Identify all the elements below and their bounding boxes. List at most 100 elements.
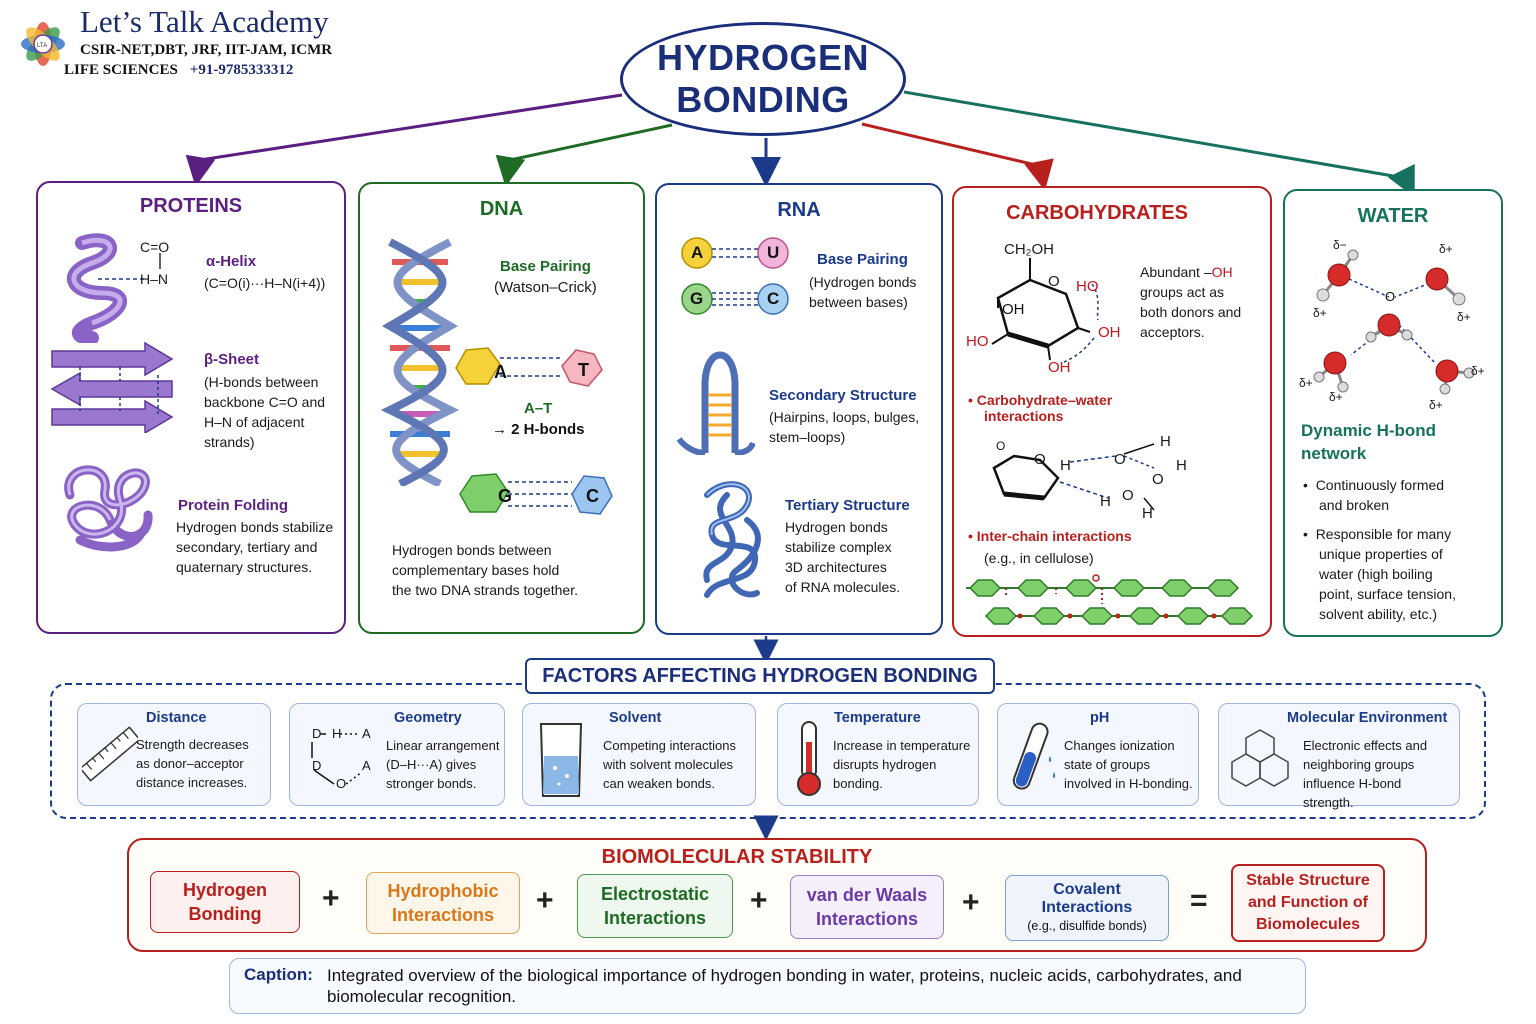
at-bonds: → 2 H-bonds xyxy=(492,421,585,438)
water-o2-label: O xyxy=(1152,471,1164,488)
inter-chain-sub: (e.g., in cellulose) xyxy=(984,550,1094,566)
water-o-label: O xyxy=(1385,289,1395,304)
at-label: A–T xyxy=(524,400,553,417)
caption-text: Integrated overview of the biological im… xyxy=(327,966,1242,1006)
factor-desc-line: Linear arrangement xyxy=(386,738,500,753)
water-bullet-line: water (high boiling xyxy=(1319,566,1433,582)
plus-sign: + xyxy=(536,884,554,917)
beaker-icon xyxy=(539,723,583,797)
water-bullet-line: • Continuously formed xyxy=(1303,477,1445,493)
arrow-to-dna xyxy=(495,123,673,187)
delta-plus-label-6: δ+ xyxy=(1471,364,1485,378)
dna-double-helix-icon xyxy=(380,238,460,486)
small-ring-o2-label: O xyxy=(1034,451,1046,468)
main-title: HYDROGEN BONDING xyxy=(620,22,906,136)
water-panel: WATER O δ− δ+ δ+ δ+ δ+ δ+ δ+ δ+ Dynamic xyxy=(1283,189,1503,637)
ch2oh-label: CH₂OH xyxy=(1004,241,1054,258)
factor-desc-line: strength. xyxy=(1303,795,1354,810)
rna-sec-desc-line: stem–loops) xyxy=(769,429,846,445)
glucose-ring-icon xyxy=(991,258,1099,363)
helix-desc: (C=O(i)···H–N(i+4)) xyxy=(204,275,326,291)
arrow-to-proteins xyxy=(185,93,623,187)
geom-d2-label: D xyxy=(312,758,322,773)
equals-sign: = xyxy=(1190,884,1208,917)
term-line: Bonding xyxy=(188,904,262,924)
factor-desc-line: stronger bonds. xyxy=(386,776,477,791)
gc-pair-icon xyxy=(459,473,613,515)
subject-line: LIFE SCIENCES+91-9785333312 xyxy=(64,62,293,79)
rna-sec-title: Secondary Structure xyxy=(769,387,917,404)
rna-base-u: U xyxy=(767,243,780,262)
result-line: and Function of xyxy=(1248,894,1368,911)
water-bullet-1: • Continuously formed and broken xyxy=(1303,475,1499,515)
dna-desc: Hydrogen bonds between complementary bas… xyxy=(392,540,578,600)
inter-chain-title-text: Inter-chain interactions xyxy=(976,528,1132,544)
factor-desc-line: disrupts hydrogen xyxy=(833,757,937,772)
rna-ter-desc-line: of RNA molecules. xyxy=(785,579,901,595)
at-pair-icon xyxy=(455,347,603,387)
delta-plus-label-2: δ+ xyxy=(1313,306,1327,320)
water-bullet-text: Responsible for many xyxy=(1315,526,1452,542)
geom-o-label: O xyxy=(336,776,347,791)
water-bullet-line: unique properties of xyxy=(1319,546,1443,562)
carb-water-icon xyxy=(992,443,1155,511)
logo-mark-text: LTA xyxy=(37,43,47,49)
delta-plus-label-1: δ+ xyxy=(1439,242,1453,256)
main-title-line-2: BONDING xyxy=(676,79,850,120)
geometry-icon xyxy=(311,733,363,785)
carb-water-title: • Carbohydrate–water interactions xyxy=(968,392,1112,424)
ruler-icon xyxy=(82,726,138,782)
rna-sec-desc: (Hairpins, loops, bulges, stem–loops) xyxy=(769,407,919,447)
term-line: Interactions xyxy=(815,909,918,929)
factor-title: Temperature xyxy=(834,710,921,726)
rna-pair-desc: (Hydrogen bonds between bases) xyxy=(809,272,916,312)
term-line: Hydrophobic xyxy=(387,881,499,901)
water-o3-label: O xyxy=(1122,487,1134,504)
dna-base-t: T xyxy=(578,360,589,380)
oh-desc-prefix: Abundant – xyxy=(1140,264,1212,280)
factor-desc: Increase in temperature disrupts hydroge… xyxy=(833,736,970,793)
dna-title: DNA xyxy=(479,198,524,220)
factor-desc-line: influence H-bond xyxy=(1303,776,1402,791)
beta-sheet-icon xyxy=(50,341,174,433)
rna-pair-desc-line: between bases) xyxy=(809,294,908,310)
geom-h-label: H xyxy=(332,726,342,741)
water-h4-label: H xyxy=(1100,493,1111,510)
sheet-title: β-Sheet xyxy=(204,351,259,368)
rna-ter-desc-line: stabilize complex xyxy=(785,539,892,555)
water-title: WATER xyxy=(1357,205,1429,227)
factor-desc-line: as donor–acceptor xyxy=(136,756,244,771)
factor-desc-line: Increase in temperature xyxy=(833,738,971,753)
water-h5-label: H xyxy=(1142,505,1153,522)
factor-title: Geometry xyxy=(394,710,462,726)
term-line: Interactions xyxy=(1041,899,1133,916)
factor-title: Solvent xyxy=(609,710,662,726)
water-network-icon: O xyxy=(1313,249,1475,395)
oh-label-bottom: OH xyxy=(1048,359,1071,376)
plus-sign: + xyxy=(962,886,980,919)
rna-pair-desc-line: (Hydrogen bonds xyxy=(809,274,917,290)
factor-card-molecular-environment: Molecular Environment Electronic effects… xyxy=(1218,703,1460,810)
folding-desc-line: Hydrogen bonds stabilize xyxy=(176,519,334,535)
stability-title: BIOMOLECULAR STABILITY xyxy=(601,846,873,868)
stability-section xyxy=(127,838,1427,952)
term-line: van der Waals xyxy=(806,885,928,905)
helix-hn-label: H–N xyxy=(140,271,169,287)
water-h2-label: H xyxy=(1160,433,1171,450)
delta-plus-label-5: δ+ xyxy=(1329,390,1343,404)
factor-card-geometry: D H A D A O Geometry Linear arrangement … xyxy=(289,703,505,806)
dna-pair-title: Base Pairing xyxy=(500,258,591,275)
factor-desc-line: Competing interactions xyxy=(603,738,736,753)
rna-ter-title: Tertiary Structure xyxy=(785,497,910,514)
folding-desc: Hydrogen bonds stabilize secondary, tert… xyxy=(176,517,333,577)
factors-title: FACTORS AFFECTING HYDROGEN BONDING xyxy=(525,658,995,694)
geom-a2-label: A xyxy=(362,758,371,773)
small-ring-o-label: O xyxy=(996,439,1006,453)
term-line: Covalent xyxy=(1053,881,1121,898)
sheet-desc-line: (H-bonds between xyxy=(204,374,319,390)
proteins-panel: PROTEINS C=O H–N α-Helix (C=O(i)···H–N(i… xyxy=(36,181,346,634)
protein-folding-icon xyxy=(64,465,153,552)
